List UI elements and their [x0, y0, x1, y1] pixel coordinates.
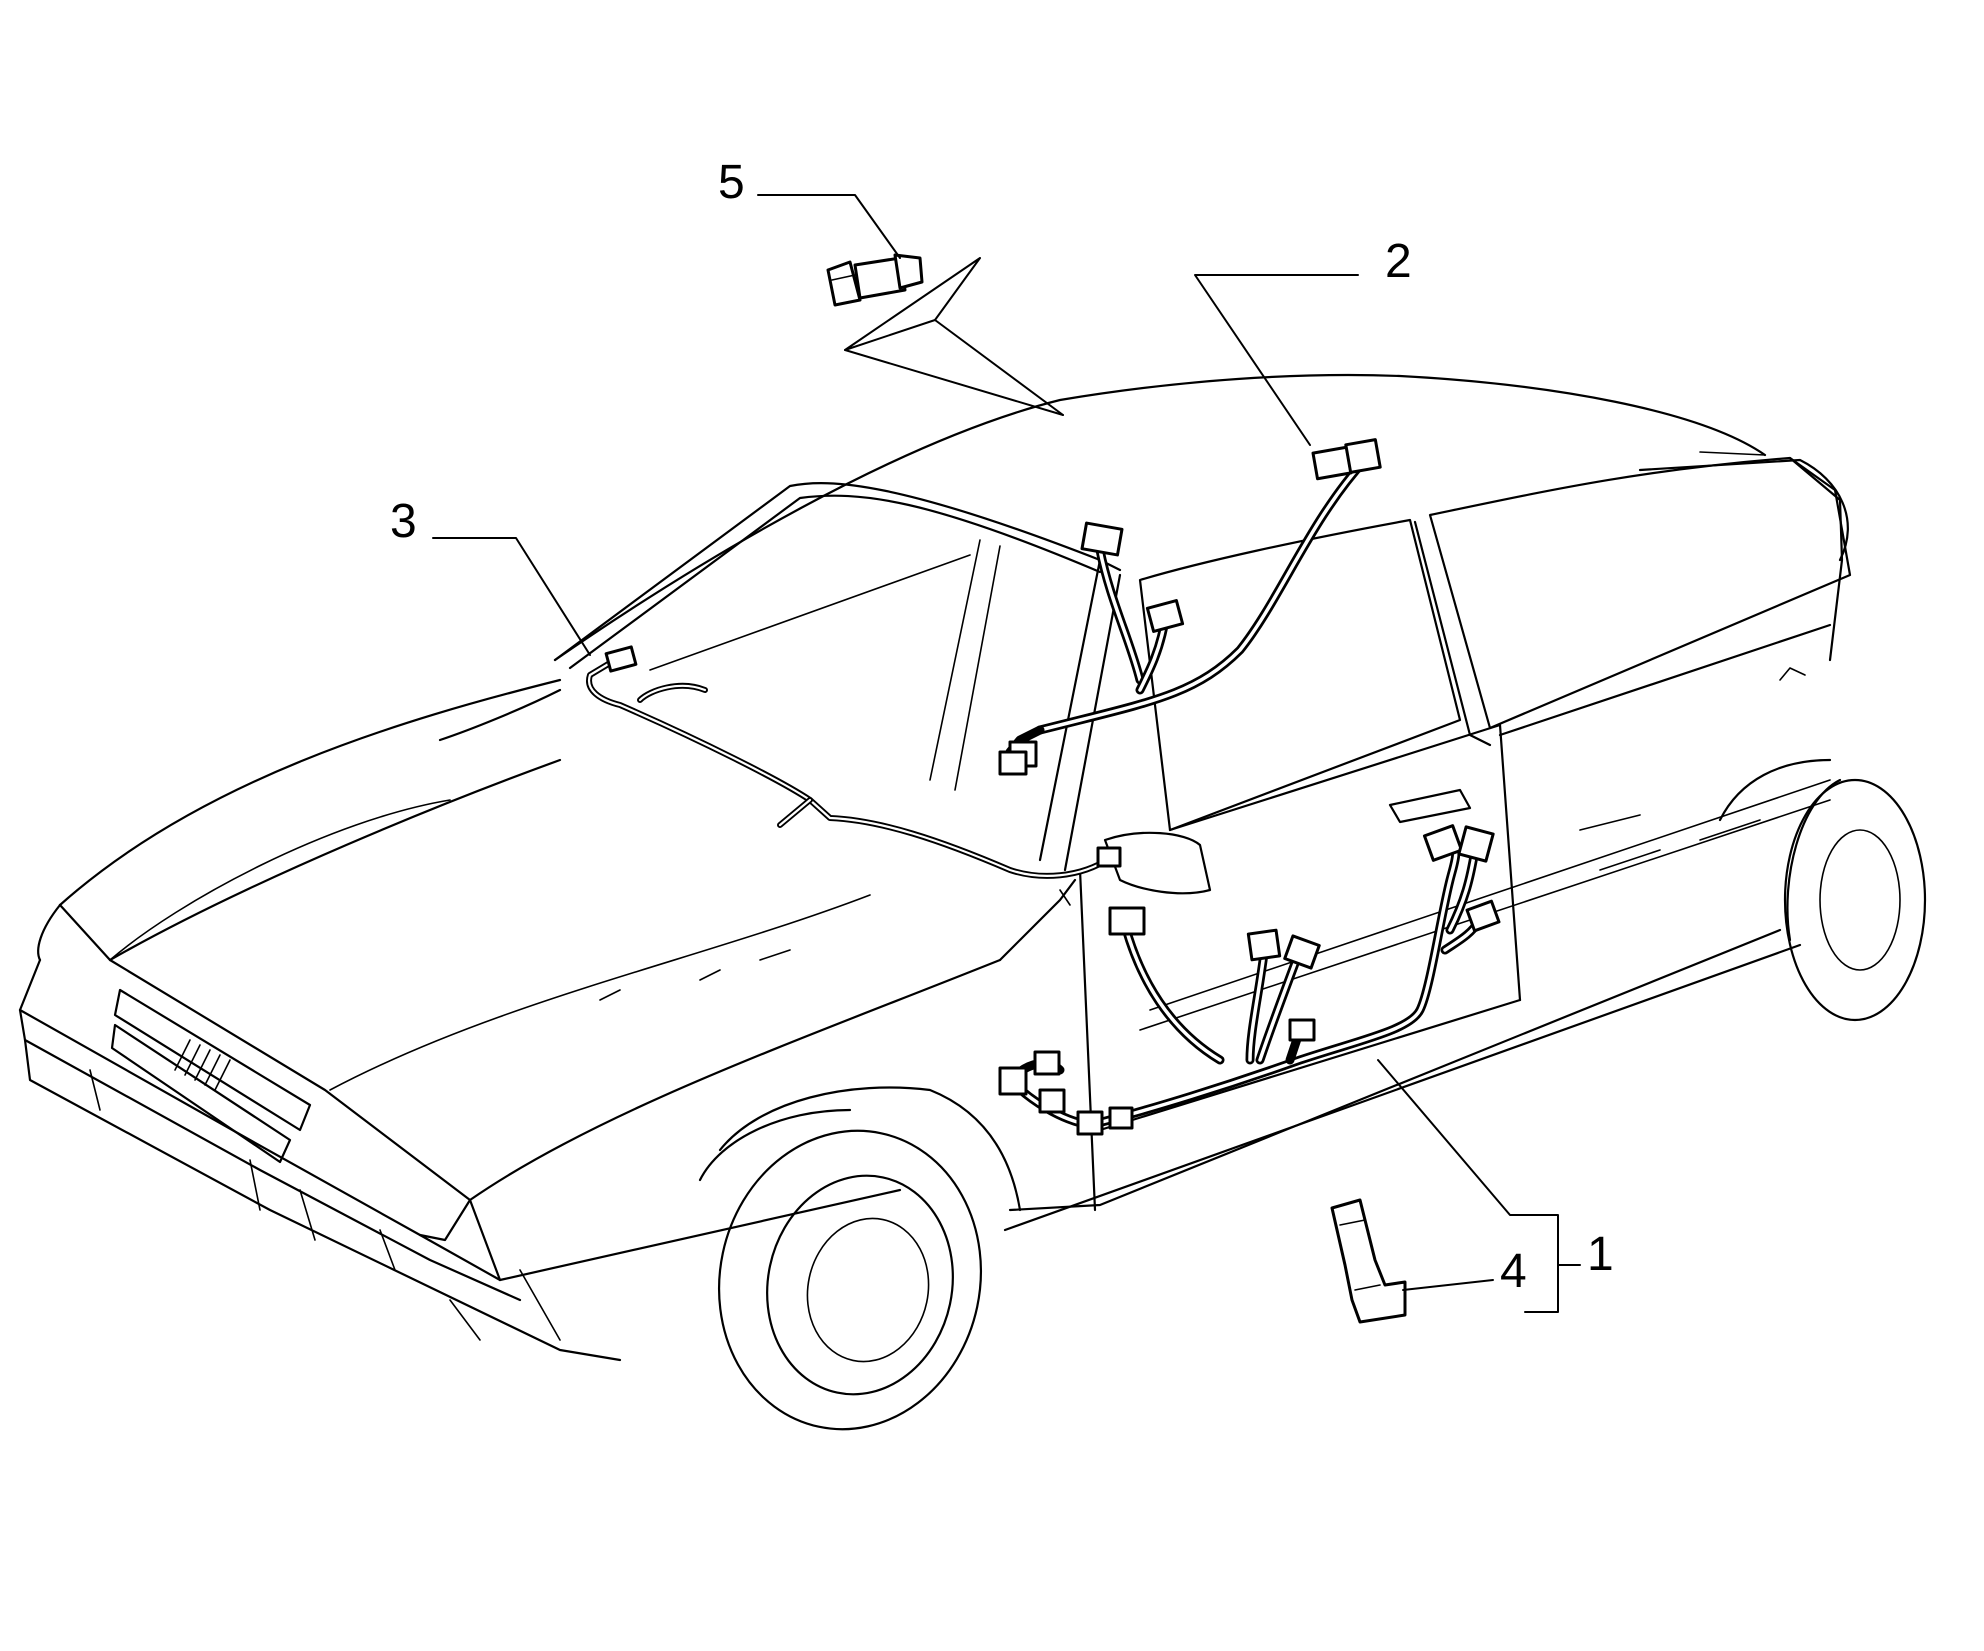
connector [1465, 899, 1501, 933]
leader-lines [432, 194, 1581, 1313]
callout-labels: 5 2 3 4 1 [390, 156, 1614, 1298]
connector [1108, 906, 1146, 936]
connector [1145, 599, 1185, 633]
callout-5: 5 [718, 156, 745, 209]
connector [1038, 1088, 1066, 1114]
callout-1: 1 [1587, 1228, 1614, 1281]
callout-4: 4 [1500, 1245, 1527, 1298]
connector [1422, 824, 1464, 862]
connector [1288, 1018, 1316, 1042]
harness-2 [998, 438, 1382, 776]
callout-2: 2 [1385, 235, 1412, 288]
connector [1080, 521, 1124, 557]
connector [1311, 445, 1353, 481]
harness-1 [998, 824, 1501, 1136]
connector [1076, 1110, 1104, 1136]
connector [1283, 934, 1321, 970]
connector [1033, 1050, 1061, 1076]
callout-3: 3 [390, 495, 417, 548]
part-4-clip [1330, 1198, 1407, 1324]
connector [604, 645, 638, 673]
car-body [18, 373, 1927, 1431]
connector [1246, 928, 1282, 962]
connector [998, 1066, 1028, 1096]
connector [998, 750, 1028, 776]
part-5-grommet [826, 253, 924, 307]
connector [1096, 846, 1122, 868]
connector [1108, 1106, 1134, 1130]
connector [1344, 438, 1382, 474]
harness-3 [586, 645, 1122, 906]
connector [1457, 825, 1495, 863]
